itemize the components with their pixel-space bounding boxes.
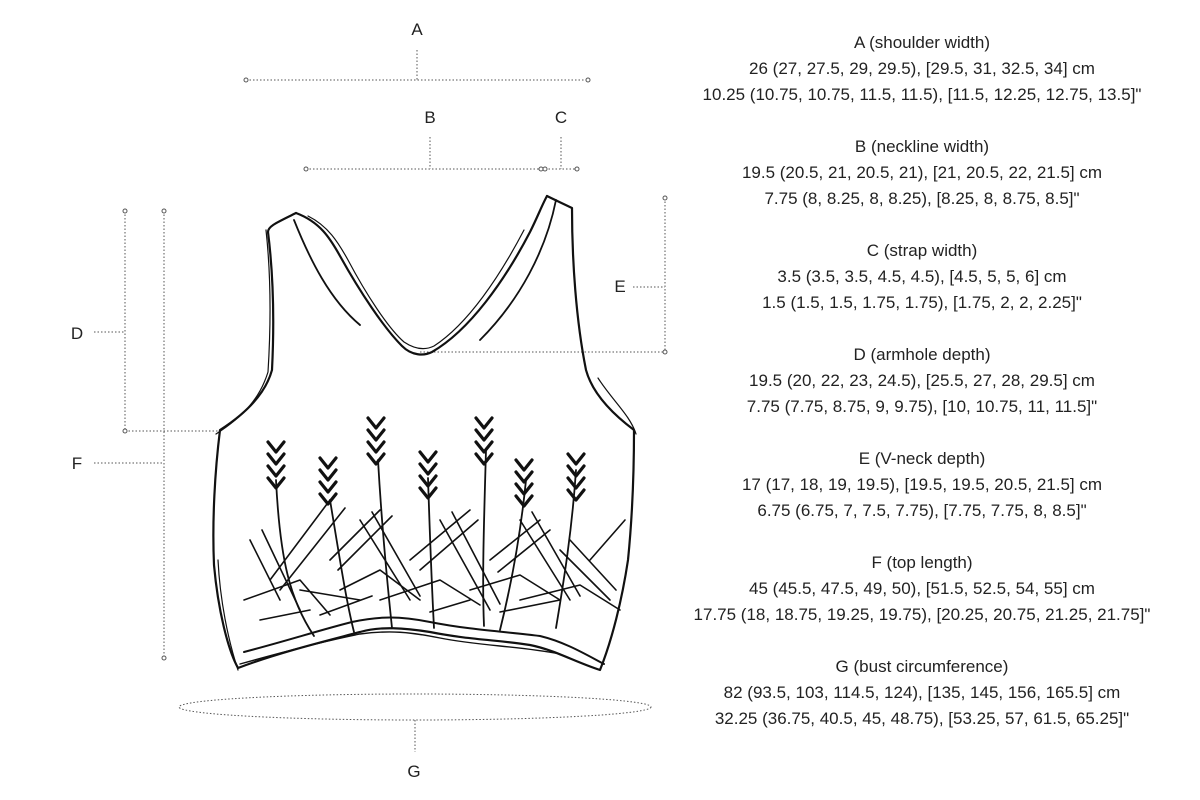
measurement-e: E (V-neck depth) 17 (17, 18, 19, 19.5), … xyxy=(672,446,1172,524)
dimension-ellipse-g xyxy=(178,693,652,721)
label-b: B xyxy=(424,108,435,127)
measurement-heading: E (V-neck depth) xyxy=(858,449,986,468)
label-e: E xyxy=(614,277,625,296)
measurement-inches: 7.75 (7.75, 8.75, 9, 9.75), [10, 10.75, … xyxy=(746,397,1098,416)
measurement-cm: 26 (27, 27.5, 29, 29.5), [29.5, 31, 32.5… xyxy=(749,59,1095,78)
measurement-heading: G (bust circumference) xyxy=(835,657,1009,676)
measurement-b: B (neckline width) 19.5 (20.5, 21, 20.5,… xyxy=(672,134,1172,212)
measurement-heading: A (shoulder width) xyxy=(853,33,991,52)
measurement-heading: D (armhole depth) xyxy=(853,345,991,364)
measurement-d: D (armhole depth) 19.5 (20, 22, 23, 24.5… xyxy=(672,342,1172,420)
measurement-inches: 32.25 (36.75, 40.5, 45, 48.75), [53.25, … xyxy=(714,709,1130,728)
measurement-a: A (shoulder width) 26 (27, 27.5, 29, 29.… xyxy=(672,30,1172,108)
measurement-inches: 6.75 (6.75, 7, 7.5, 7.75), [7.75, 7.75, … xyxy=(757,501,1087,520)
dimension-guides xyxy=(94,50,666,752)
measurement-table: A (shoulder width) 26 (27, 27.5, 29, 29.… xyxy=(672,30,1172,758)
measurement-inches: 1.5 (1.5, 1.5, 1.75, 1.75), [1.75, 2, 2,… xyxy=(762,293,1082,312)
measurement-f: F (top length) 45 (45.5, 47.5, 49, 50), … xyxy=(672,550,1172,628)
label-d: D xyxy=(71,324,83,343)
label-a: A xyxy=(411,20,423,39)
measurement-cm: 82 (93.5, 103, 114.5, 124), [135, 145, 1… xyxy=(723,683,1121,702)
garment-schematic: A B C D E F G xyxy=(71,20,668,781)
measurement-c: C (strap width) 3.5 (3.5, 3.5, 4.5, 4.5)… xyxy=(672,238,1172,316)
measurement-inches: 10.25 (10.75, 10.75, 11.5, 11.5), [11.5,… xyxy=(702,85,1142,104)
label-f: F xyxy=(72,454,82,473)
measurement-inches: 7.75 (8, 8.25, 8, 8.25), [8.25, 8, 8.75,… xyxy=(764,189,1080,208)
measurement-cm: 3.5 (3.5, 3.5, 4.5, 4.5), [4.5, 5, 5, 6]… xyxy=(777,267,1067,286)
label-g: G xyxy=(407,762,420,781)
label-c: C xyxy=(555,108,567,127)
measurement-cm: 19.5 (20.5, 21, 20.5, 21), [21, 20.5, 22… xyxy=(741,163,1103,182)
measurement-heading: C (strap width) xyxy=(866,241,978,260)
measurement-heading: B (neckline width) xyxy=(854,137,990,156)
measurement-heading: F (top length) xyxy=(871,553,973,572)
measurement-cm: 45 (45.5, 47.5, 49, 50), [51.5, 52.5, 54… xyxy=(749,579,1095,598)
measurement-cm: 19.5 (20, 22, 23, 24.5), [25.5, 27, 28, … xyxy=(749,371,1095,390)
measurement-inches: 17.75 (18, 18.75, 19.25, 19.75), [20.25,… xyxy=(693,605,1151,624)
crop-top-illustration xyxy=(212,194,637,672)
measurement-g: G (bust circumference) 82 (93.5, 103, 11… xyxy=(672,654,1172,732)
measurement-cm: 17 (17, 18, 19, 19.5), [19.5, 19.5, 20.5… xyxy=(741,475,1103,494)
